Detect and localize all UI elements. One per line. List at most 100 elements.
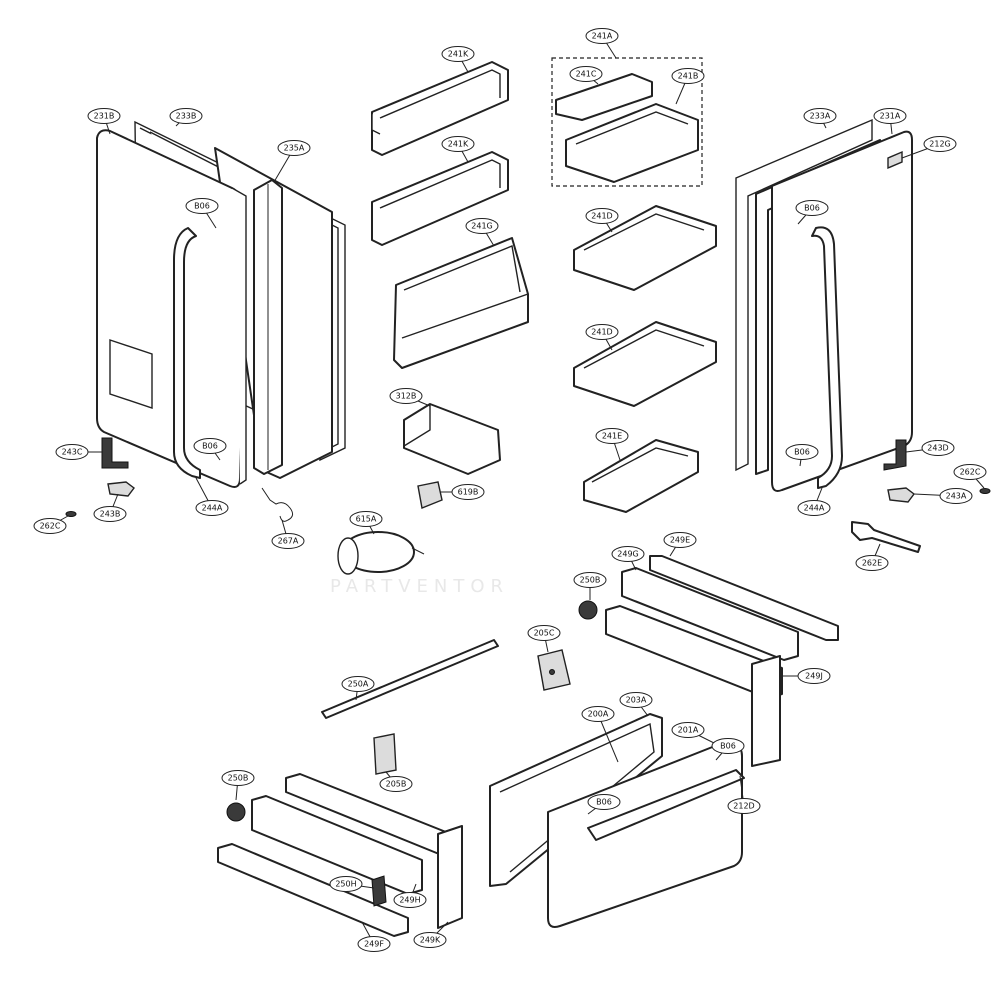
callout-oval — [595, 428, 629, 444]
right-door-panel — [771, 130, 913, 492]
part-label-231a: 231A — [880, 112, 901, 121]
bracket-205C-hole — [549, 669, 555, 675]
badge-212G — [887, 150, 903, 170]
left-door-assembly — [65, 120, 346, 522]
right-door-handle — [811, 226, 843, 489]
part-label-241c: 241C — [576, 70, 597, 79]
rail-bracket-249K — [437, 825, 463, 929]
center-drawer-parts — [321, 639, 499, 775]
callout-oval — [873, 108, 907, 124]
right-door-gasket — [735, 118, 873, 472]
gear-250B-right — [578, 600, 598, 620]
callout-oval — [663, 532, 697, 548]
bin-241K-upper-end — [371, 112, 381, 135]
rail-inner-249J — [605, 605, 783, 699]
part-label-250ba: 250B — [580, 576, 601, 585]
part-label-244aa: 244A — [202, 504, 223, 513]
part-label-b06f: B06 — [596, 798, 612, 807]
motor-615A-shaft — [411, 547, 425, 555]
bin-cover-241C — [555, 73, 653, 121]
callout-leader — [597, 713, 619, 763]
callout-oval — [441, 46, 475, 62]
callout-oval — [939, 488, 973, 504]
callout-oval — [611, 546, 645, 562]
part-label-250bb: 250B — [228, 774, 249, 783]
callout-oval — [55, 444, 89, 460]
callout-oval — [671, 68, 705, 84]
part-label-249k: 249K — [420, 936, 441, 945]
left-door-handle — [173, 227, 201, 479]
bin-241G-back — [403, 245, 521, 293]
bin-group-241A — [551, 57, 703, 187]
callout-oval — [393, 892, 427, 908]
callout-oval — [441, 136, 475, 152]
motor-615A-end — [337, 537, 359, 575]
callout-oval — [727, 798, 761, 814]
part-label-b06c: B06 — [804, 204, 820, 213]
callout-oval — [953, 464, 987, 480]
callout-oval — [585, 324, 619, 340]
part-label-241ka: 241K — [448, 50, 469, 59]
callout-oval — [585, 208, 619, 224]
part-label-b06e: B06 — [720, 742, 736, 751]
left-dispenser-recess — [109, 339, 153, 409]
drawer-handle-212D — [587, 769, 745, 841]
callout-oval — [923, 136, 957, 152]
group-frame-241A — [551, 57, 703, 187]
rail-249G — [621, 567, 799, 661]
part-label-241kb: 241K — [448, 140, 469, 149]
watermark: PARTVENTOR — [330, 576, 509, 597]
right-door-bins — [573, 205, 717, 513]
callout-oval — [785, 444, 819, 460]
switch-619B — [417, 481, 443, 509]
left-door-edge — [231, 187, 247, 485]
rail-bracket-249J — [751, 655, 781, 767]
part-label-233b: 233B — [176, 112, 197, 121]
gear-250B-left — [226, 802, 246, 822]
part-label-262e: 262E — [862, 559, 882, 568]
left-drawer-rails — [217, 773, 463, 937]
left-bracket-243C — [101, 437, 129, 469]
part-label-619b: 619B — [458, 488, 479, 497]
part-label-212g: 212G — [929, 140, 950, 149]
bin-241D-lower-rim — [583, 329, 705, 369]
callout-oval — [711, 738, 745, 754]
part-label-203a: 203A — [626, 696, 647, 705]
right-bracket-243D — [883, 439, 907, 471]
right-hinge-243A — [887, 487, 915, 503]
part-label-249g: 249G — [617, 550, 638, 559]
strip-250A — [321, 639, 499, 719]
module-312B — [403, 403, 501, 475]
callout-oval — [581, 706, 615, 722]
callout-oval — [797, 668, 831, 684]
part-label-262ca: 262C — [40, 522, 61, 531]
part-label-241db: 241D — [591, 328, 612, 337]
bin-241G-lip — [401, 293, 529, 339]
part-label-249f: 249F — [364, 940, 384, 949]
callout-oval — [379, 776, 413, 792]
callout-oval — [221, 770, 255, 786]
part-label-241b: 241B — [678, 72, 699, 81]
part-label-235a: 235A — [284, 144, 305, 153]
part-label-205c: 205C — [534, 629, 555, 638]
callout-oval — [185, 198, 219, 214]
callout-oval — [193, 438, 227, 454]
bin-241E-rim — [591, 447, 689, 483]
callout-oval — [855, 555, 889, 571]
part-250H — [371, 875, 387, 907]
part-label-241da: 241D — [591, 212, 612, 221]
part-label-b06a: B06 — [194, 202, 210, 211]
callout-oval — [357, 936, 391, 952]
part-label-244ab: 244A — [804, 504, 825, 513]
right-cap-262C — [979, 488, 991, 494]
callout-oval — [585, 28, 619, 44]
part-label-212d: 212D — [733, 802, 754, 811]
door-bins — [337, 61, 529, 575]
part-label-249j: 249J — [805, 672, 823, 681]
part-label-243c: 243C — [62, 448, 83, 457]
callout-oval — [87, 108, 121, 124]
callout-oval — [33, 518, 67, 534]
part-label-201a: 201A — [678, 726, 699, 735]
part-label-233a: 233A — [810, 112, 831, 121]
